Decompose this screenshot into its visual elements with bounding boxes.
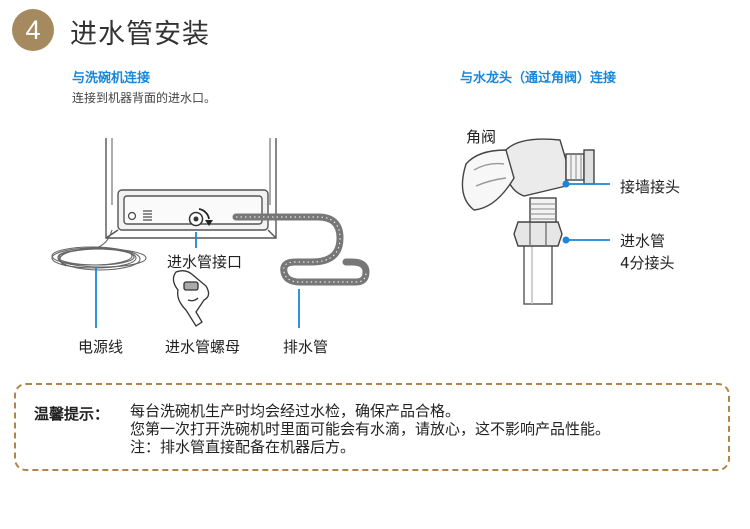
inlet-hose-size-label: 4分接头 <box>620 254 675 272</box>
step-number-badge: 4 <box>12 9 54 51</box>
inlet-nut-label: 进水管螺母 <box>165 338 241 356</box>
dishwasher-rear-illustration <box>105 138 277 239</box>
wall-connector-label: 接墙接头 <box>620 178 681 196</box>
drain-hose-ribs <box>236 216 367 283</box>
power-cord-label: 电源线 <box>78 338 124 356</box>
dishwasher-connection-description: 连接到机器背面的进水口。 <box>72 91 217 105</box>
inlet-hose-label: 进水管 <box>620 232 666 250</box>
angle-valve-label: 角阀 <box>466 128 497 146</box>
hand-turning-nut <box>172 270 210 327</box>
faucet-connection-heading: 与水龙头（通过角阀）连接 <box>460 71 617 86</box>
installation-illustration <box>51 138 610 328</box>
page-title: 进水管安装 <box>70 19 210 50</box>
left-callout-lines <box>95 232 300 328</box>
tip-line: 注：排水管直接配备在机器后方。 <box>130 438 356 456</box>
angle-valve-illustration <box>461 138 595 305</box>
drain-hose <box>232 213 370 286</box>
drain-hose-label: 排水管 <box>283 338 329 356</box>
inlet-port-label: 进水管接口 <box>167 253 243 271</box>
dishwasher-connection-heading: 与洗碗机连接 <box>72 71 151 86</box>
tips-label: 温馨提示： <box>34 405 110 423</box>
inlet-port <box>188 208 213 227</box>
panel-small-port <box>127 211 137 221</box>
right-callout-lines <box>562 180 610 244</box>
tips-text: 每台洗碗机生产时均会经过水检，确保产品合格。 您第一次打开洗碗机时里面可能会有水… <box>130 402 610 456</box>
tip-line: 每台洗碗机生产时均会经过水检，确保产品合格。 <box>130 402 461 420</box>
panel-vent <box>143 210 152 221</box>
power-cord-coil <box>51 229 147 271</box>
tips-box: 温馨提示： 每台洗碗机生产时均会经过水检，确保产品合格。 您第一次打开洗碗机时里… <box>14 383 730 471</box>
tip-line: 您第一次打开洗碗机时里面可能会有水滴，请放心，这不影响产品性能。 <box>130 420 611 438</box>
